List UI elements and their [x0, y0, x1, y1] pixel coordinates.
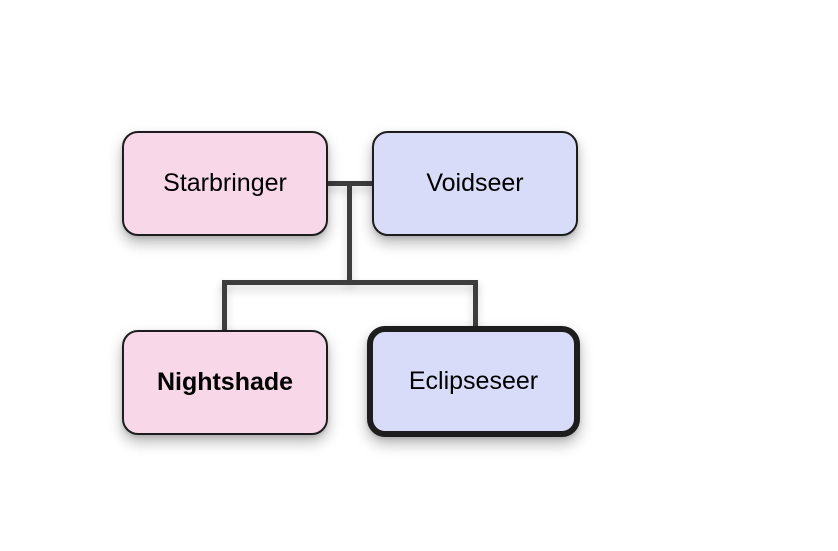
child-edge-eclipseseer	[473, 280, 478, 329]
couple-descent-edge	[347, 183, 352, 282]
node-voidseer-label: Voidseer	[426, 169, 524, 197]
node-starbringer-label: Starbringer	[163, 169, 287, 197]
node-eclipseseer[interactable]: Eclipseseer	[367, 326, 580, 437]
child-edge-nightshade	[222, 280, 227, 332]
sibling-bar-edge	[222, 280, 478, 285]
node-nightshade-label: Nightshade	[156, 368, 294, 396]
node-eclipseseer-label: Eclipseseer	[408, 367, 539, 395]
node-voidseer[interactable]: Voidseer	[372, 131, 578, 236]
node-starbringer[interactable]: Starbringer	[122, 131, 328, 236]
node-nightshade[interactable]: Nightshade	[122, 330, 328, 435]
